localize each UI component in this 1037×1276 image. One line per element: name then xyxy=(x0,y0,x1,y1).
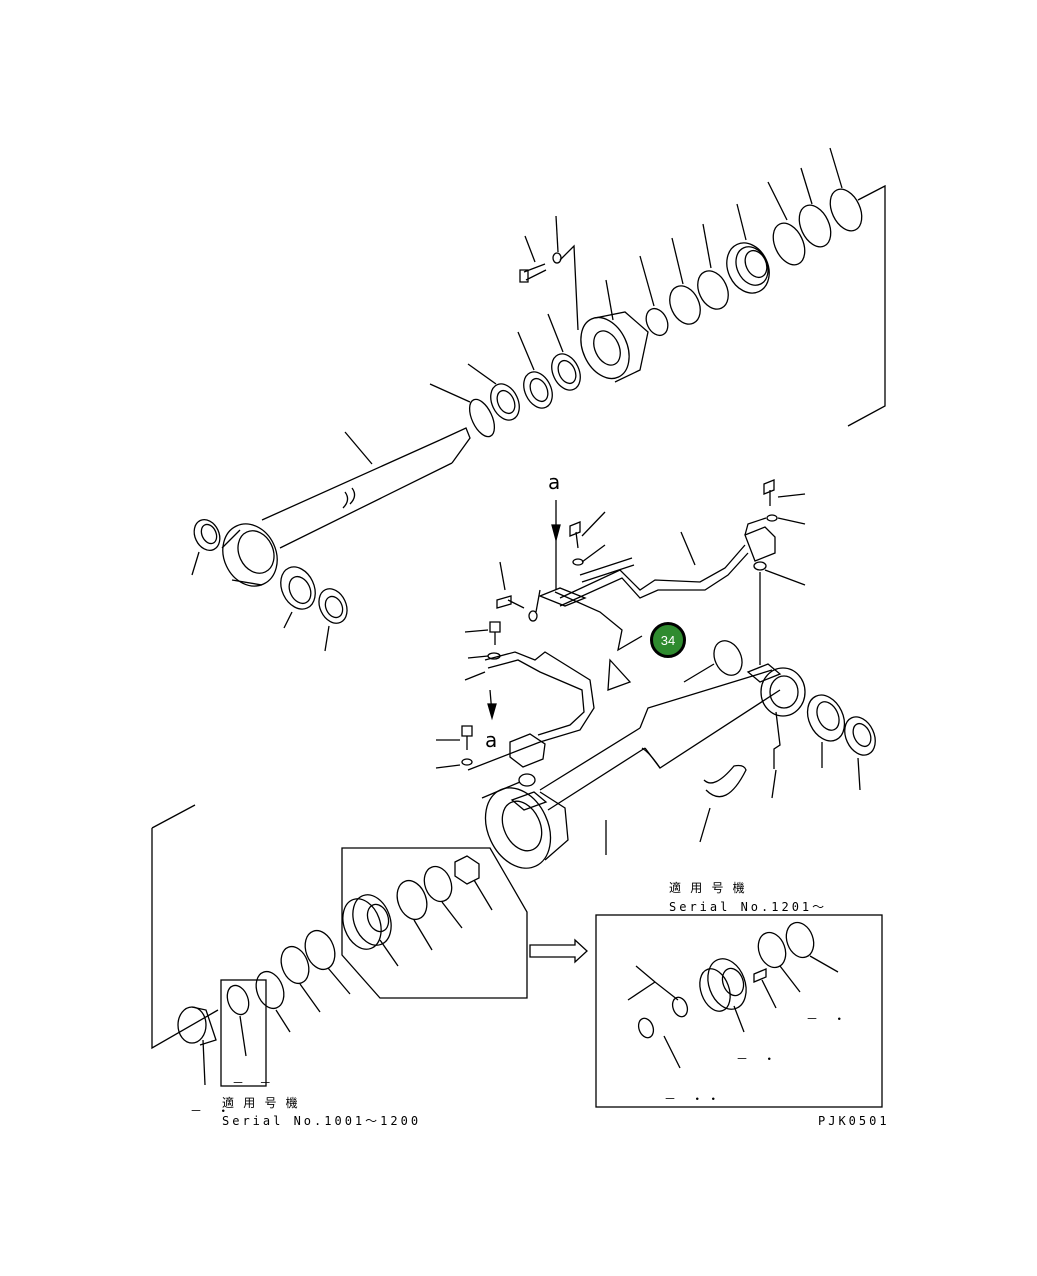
piston-kit-early xyxy=(151,804,588,1087)
serial-note-right-en: Serial No.1201〜 xyxy=(669,900,828,914)
serial-note-left-jp: 適 用 号 機 xyxy=(222,1096,299,1110)
note-right-a: － ・ xyxy=(806,1012,850,1026)
piston-kit-late xyxy=(595,914,883,1108)
piston-rod-assembly xyxy=(191,427,471,652)
serial-note-right-jp: 適 用 号 機 xyxy=(669,881,746,895)
drawing-code: PJK0501 xyxy=(818,1114,890,1128)
view-arrow-label-lower: a xyxy=(485,728,498,752)
note-left-bottom: － ・ xyxy=(190,1104,234,1118)
part-callout-34[interactable]: 34 xyxy=(650,622,686,658)
note-right-b: － ・ xyxy=(736,1052,780,1066)
view-arrow-label-upper: a xyxy=(548,470,561,494)
note-right-c: － ・・ xyxy=(664,1092,724,1106)
cylinder-head-parts xyxy=(429,147,886,438)
cylinder-tube xyxy=(484,640,876,869)
note-box-left: － － xyxy=(232,1076,276,1090)
piping-assembly xyxy=(435,479,806,799)
serial-note-left-en: Serial No.1001〜1200 xyxy=(222,1114,422,1128)
